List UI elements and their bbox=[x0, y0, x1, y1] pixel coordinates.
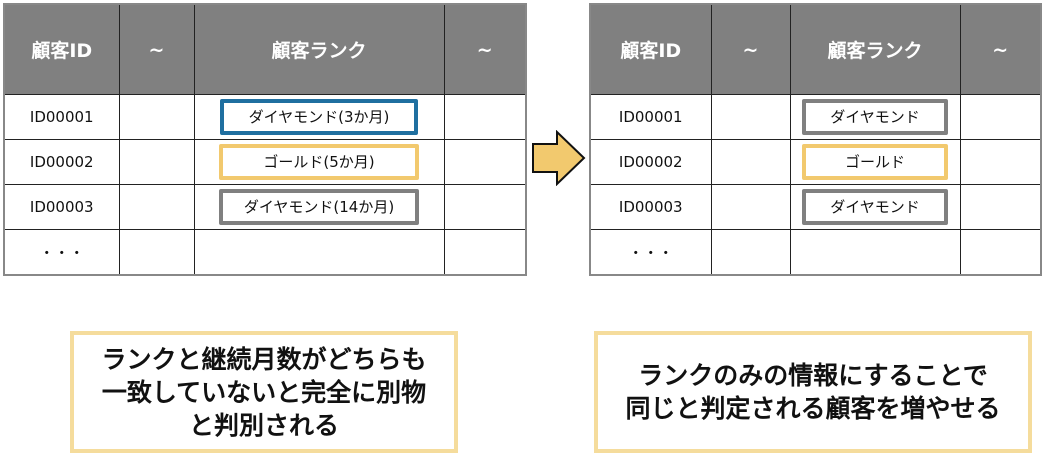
table-row: ID00002 ゴールド bbox=[589, 139, 1042, 185]
header-tilde: ~ bbox=[959, 3, 1042, 95]
customer-id: ID00001 bbox=[3, 94, 120, 140]
header-tilde: ~ bbox=[710, 3, 791, 95]
empty-cell bbox=[118, 139, 195, 185]
right-arrow-icon bbox=[532, 130, 586, 186]
empty-cell bbox=[710, 184, 791, 230]
empty-cell bbox=[710, 139, 791, 185]
empty-cell bbox=[443, 94, 527, 140]
right-note-box: ランクのみの情報にすることで 同じと判定される顧客を増やせる bbox=[594, 331, 1032, 453]
rank-cell: ダイヤモンド bbox=[789, 94, 961, 140]
empty-cell bbox=[959, 184, 1042, 230]
header-row: 顧客ID ~ 顧客ランク ~ bbox=[3, 3, 527, 95]
header-customer-id: 顧客ID bbox=[3, 3, 120, 95]
empty-cell bbox=[710, 229, 791, 276]
rank-cell: ダイヤモンド bbox=[789, 184, 961, 230]
customer-id: ID00003 bbox=[3, 184, 120, 230]
left-note-box: ランクと継続月数がどちらも 一致していないと完全に別物 と判別される bbox=[70, 331, 458, 453]
table-row: ・・・ bbox=[3, 229, 527, 276]
rank-badge: ダイヤモンド(14か月) bbox=[219, 189, 419, 225]
empty-cell bbox=[443, 139, 527, 185]
empty-cell bbox=[443, 184, 527, 230]
table-row: ID00003 ダイヤモンド bbox=[589, 184, 1042, 230]
empty-cell bbox=[193, 229, 445, 276]
rank-badge: ゴールド(5か月) bbox=[219, 144, 419, 180]
empty-cell bbox=[710, 94, 791, 140]
note-line: 一致していないと完全に別物 bbox=[101, 377, 427, 407]
empty-cell bbox=[959, 229, 1042, 276]
after-table: 顧客ID ~ 顧客ランク ~ ID00001 ダイヤモンド ID00002 ゴー… bbox=[589, 3, 1042, 276]
header-tilde: ~ bbox=[443, 3, 527, 95]
ellipsis: ・・・ bbox=[589, 229, 712, 276]
rank-cell: ゴールド(5か月) bbox=[193, 139, 445, 185]
note-line: ランクと継続月数がどちらも bbox=[101, 344, 427, 374]
header-row: 顧客ID ~ 顧客ランク ~ bbox=[589, 3, 1042, 95]
note-line: ランクのみの情報にすることで bbox=[638, 361, 988, 390]
rank-cell: ゴールド bbox=[789, 139, 961, 185]
rank-badge: ゴールド bbox=[802, 144, 948, 180]
empty-cell bbox=[118, 229, 195, 276]
empty-cell bbox=[789, 229, 961, 276]
note-line: と判別される bbox=[188, 410, 339, 440]
table-row: ID00003 ダイヤモンド(14か月) bbox=[3, 184, 527, 230]
header-customer-rank: 顧客ランク bbox=[789, 3, 961, 95]
rank-badge: ダイヤモンド bbox=[802, 189, 948, 225]
customer-id: ID00003 bbox=[589, 184, 712, 230]
table-row: ・・・ bbox=[589, 229, 1042, 276]
rank-badge: ダイヤモンド(3か月) bbox=[220, 99, 418, 135]
table-row: ID00001 ダイヤモンド bbox=[589, 94, 1042, 140]
empty-cell bbox=[959, 139, 1042, 185]
empty-cell bbox=[118, 94, 195, 140]
before-table: 顧客ID ~ 顧客ランク ~ ID00001 ダイヤモンド(3か月) ID000… bbox=[3, 3, 527, 276]
table-row: ID00001 ダイヤモンド(3か月) bbox=[3, 94, 527, 140]
table-row: ID00002 ゴールド(5か月) bbox=[3, 139, 527, 185]
customer-id: ID00001 bbox=[589, 94, 712, 140]
empty-cell bbox=[118, 184, 195, 230]
empty-cell bbox=[959, 94, 1042, 140]
customer-id: ID00002 bbox=[3, 139, 120, 185]
empty-cell bbox=[443, 229, 527, 276]
header-customer-rank: 顧客ランク bbox=[193, 3, 445, 95]
header-customer-id: 顧客ID bbox=[589, 3, 712, 95]
header-tilde: ~ bbox=[118, 3, 195, 95]
rank-cell: ダイヤモンド(14か月) bbox=[193, 184, 445, 230]
ellipsis: ・・・ bbox=[3, 229, 120, 276]
customer-id: ID00002 bbox=[589, 139, 712, 185]
rank-cell: ダイヤモンド(3か月) bbox=[193, 94, 445, 140]
rank-badge: ダイヤモンド bbox=[802, 99, 948, 135]
note-line: 同じと判定される顧客を増やせる bbox=[625, 394, 1001, 423]
